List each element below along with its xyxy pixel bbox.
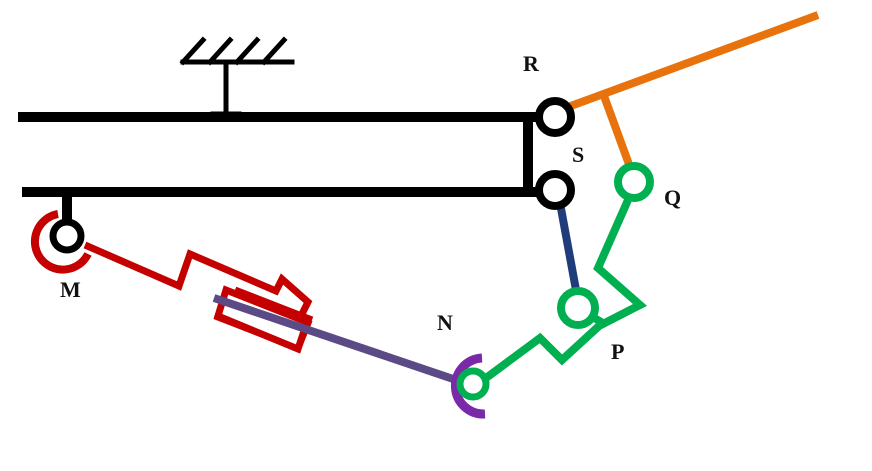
joint-Q: [614, 162, 654, 202]
label-S: S: [572, 142, 584, 167]
link-orange: [566, 11, 820, 169]
label-M: M: [60, 277, 81, 302]
revolute-joint-icon: [49, 97, 654, 401]
joint-N: [456, 367, 490, 401]
joint-S: [535, 170, 575, 210]
joint-P: [557, 287, 599, 329]
joint-M-arc: [30, 210, 92, 274]
joint-M: [49, 218, 85, 254]
label-P: P: [611, 339, 624, 364]
label-Q: Q: [664, 185, 681, 210]
label-N: N: [437, 310, 453, 335]
frame-body: [18, 112, 548, 230]
link-SP: [556, 202, 580, 291]
joint-N-arc: [451, 353, 486, 419]
joint-R: [535, 97, 575, 137]
label-R: R: [523, 51, 540, 76]
ground-hatch-icon: [179, 36, 295, 117]
rod-N: [212, 294, 467, 387]
